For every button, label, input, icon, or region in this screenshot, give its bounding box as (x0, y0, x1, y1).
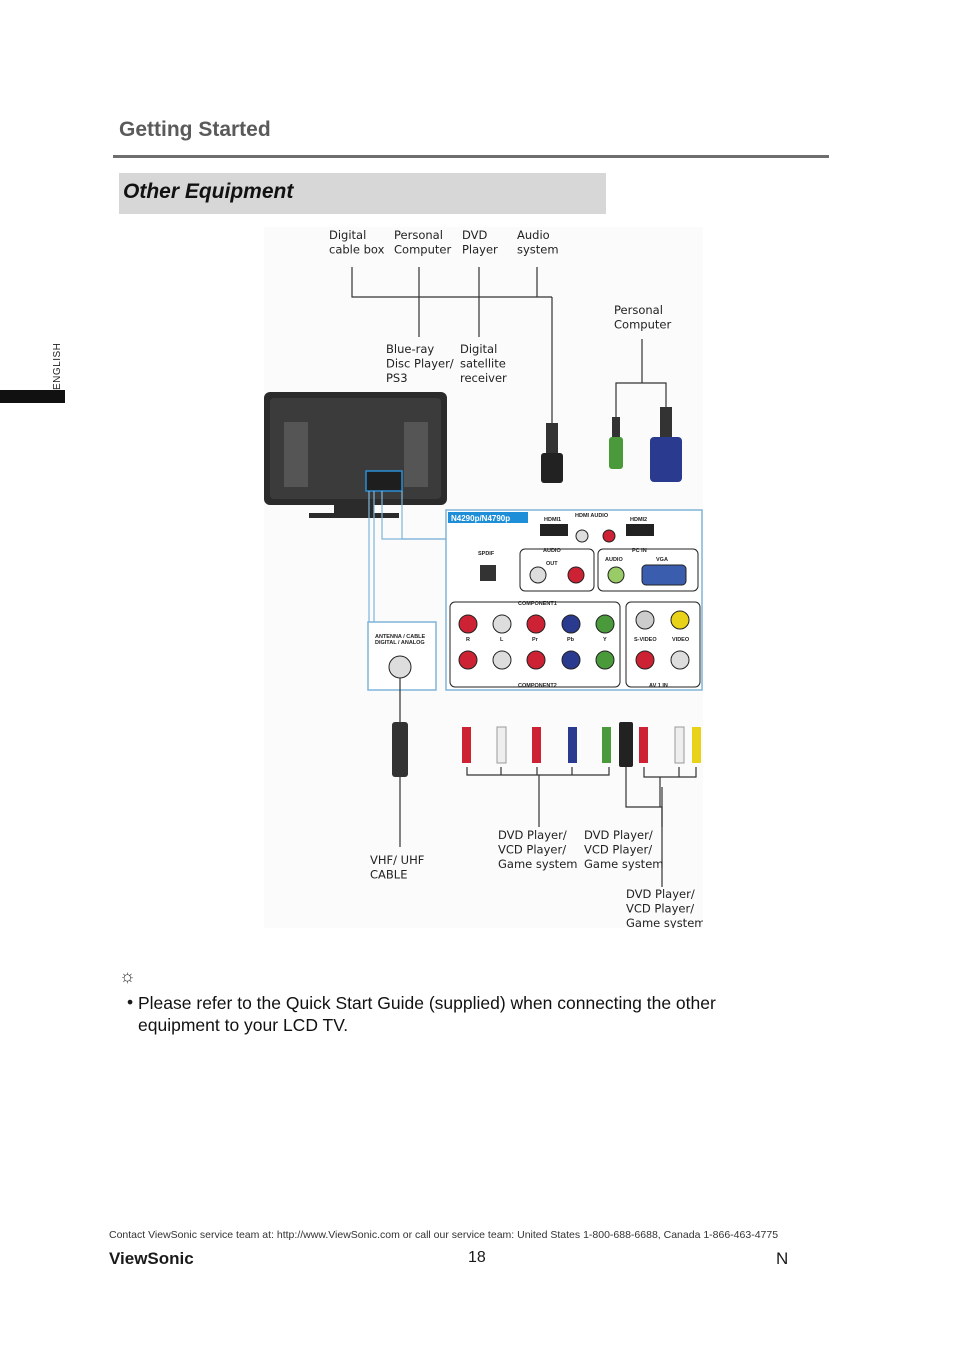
spdif-label: SPDIF (478, 551, 495, 557)
footer-model-letter: N (776, 1249, 789, 1268)
component-jacks (458, 614, 615, 670)
audio-out-title: AUDIO (543, 548, 561, 554)
video-label: VIDEO (672, 637, 690, 643)
tv-back-illustration (264, 392, 447, 518)
model-label: N4290p/N4790p (451, 514, 510, 523)
comp-label-pr: Pr (532, 637, 539, 643)
language-tab-label: ENGLISH (52, 342, 63, 390)
footer-page-number: 18 (468, 1249, 486, 1266)
svideo-label: S-VIDEO (634, 637, 657, 643)
label-component-source: DVD Player/VCD Player/Game system (498, 828, 577, 871)
audio-jack-plug (609, 417, 623, 469)
footer-brand: ViewSonic (109, 1249, 194, 1268)
label-av-source: DVD Player/VCD Player/Game system (626, 887, 703, 928)
title-rule (113, 155, 829, 158)
subsection-band (119, 173, 606, 214)
comp-label-pb: Pb (567, 637, 575, 643)
audio-out-sub: OUT (546, 561, 558, 567)
tip-bullet: • (127, 992, 134, 1012)
section-title: Getting Started (119, 118, 271, 141)
rca-plugs (462, 722, 701, 767)
hdmi1-label: HDMI1 (544, 517, 561, 523)
tip-text: Please refer to the Quick Start Guide (s… (138, 993, 716, 1035)
component1-label: COMPONENT1 (518, 601, 557, 607)
comp-label-l: L (500, 637, 504, 643)
comp-label-r: R (466, 637, 470, 643)
pc-vga-label: VGA (656, 557, 668, 563)
vga-plug (650, 407, 682, 482)
comp-label-y: Y (603, 637, 607, 643)
hdmi-audio-label: HDMI AUDIO (575, 513, 609, 519)
coax-plug (392, 722, 408, 777)
component2-label: COMPONENT2 (518, 683, 557, 689)
pc-in-label: PC IN (632, 548, 647, 554)
language-tab-bar (0, 390, 65, 403)
tip-icon: ☼ (119, 966, 136, 986)
hdmi2-label: HDMI2 (630, 517, 647, 523)
av1-in-label: AV 1 IN (649, 683, 668, 689)
footer-contact: Contact ViewSonic service team at: http:… (109, 1229, 779, 1241)
subsection-title: Other Equipment (123, 180, 294, 203)
hdmi-plug (541, 423, 563, 483)
pc-audio-label: AUDIO (605, 557, 623, 563)
label-svideo-source: DVD Player/VCD Player/Game system (584, 828, 663, 871)
